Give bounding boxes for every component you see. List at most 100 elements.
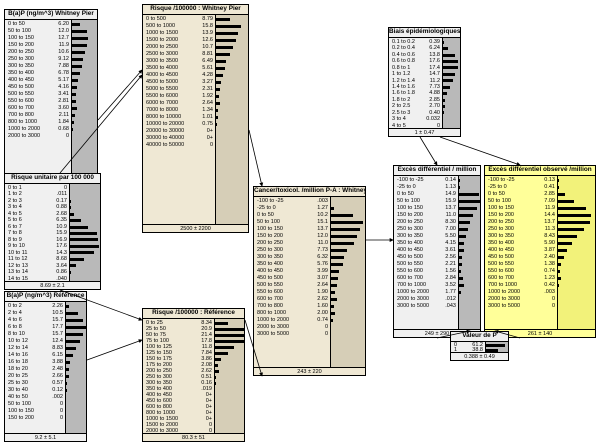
probability-bar	[70, 238, 99, 242]
state-probability: 10.9	[56, 223, 67, 230]
state-probability: 1.60	[317, 303, 328, 309]
state-probability: 0.42	[544, 282, 555, 288]
probability-bar	[331, 207, 334, 210]
probability-bar	[215, 327, 244, 331]
state-label: 350 to 400	[397, 240, 423, 246]
state-probability: 3.64	[56, 262, 67, 269]
state-label: 250 to 300	[146, 374, 172, 380]
state-probability: 14.3	[56, 249, 67, 256]
state-label: 0.8 to 1	[392, 64, 411, 71]
state-probability: 13.7	[317, 226, 328, 232]
state-probability: 2.84	[445, 275, 456, 281]
state-label: 5500 to 6000	[146, 93, 179, 99]
probability-bar	[331, 270, 340, 273]
state-label: 4 to 5	[392, 122, 406, 129]
state-label: 3000 to 5000	[397, 303, 430, 309]
state-label: 75 to 100	[146, 338, 169, 344]
probability-bar	[558, 256, 564, 259]
node-cancer-whitney[interactable]: Cancer/toxicol. /million P-A : Whitney-1…	[253, 186, 366, 376]
state-probability: 2.40	[544, 254, 555, 260]
state-label: 1000 to 1500	[146, 416, 179, 422]
state-label: 7000 to 8000	[146, 107, 179, 113]
state-label: 3 to 4	[8, 204, 22, 211]
state-label: 1	[454, 347, 458, 353]
state-label: 100 to 150	[8, 408, 34, 414]
state-label: 8000 to 10000	[146, 114, 182, 120]
probability-bar	[443, 47, 449, 51]
node-exces-obs[interactable]: Excès différentiel observé /million-100 …	[484, 165, 596, 338]
probability-bar	[558, 186, 559, 189]
state-probability: 0.57	[52, 380, 63, 386]
state-probability: 0.75	[202, 121, 213, 127]
state-label: 1 to 2	[8, 191, 22, 198]
state-label: 100 to 150	[257, 226, 283, 232]
state-probability: 8.83	[52, 345, 63, 351]
state-label: 700 to 1000	[397, 282, 427, 288]
probability-bar	[558, 228, 585, 231]
probability-bar	[558, 249, 567, 252]
state-label: 1 to 1.2	[392, 71, 411, 78]
state-label: 250 to 300	[397, 226, 423, 232]
state-probability: 0.032	[426, 116, 440, 123]
state-probability: 1.27	[317, 205, 328, 211]
probability-bar	[72, 44, 87, 47]
state-probability: .019	[201, 386, 212, 392]
state-probability: 7.73	[429, 84, 440, 90]
probability-bar	[331, 319, 333, 322]
state-label: 12 to 14	[8, 345, 28, 351]
state-probability: 6.78	[58, 70, 69, 76]
state-probability: 0+	[205, 398, 212, 404]
state-probability: 6.35	[56, 217, 67, 224]
state-probability: 11.3	[544, 226, 555, 232]
state-probability: 15.7	[52, 317, 63, 323]
state-probability: 11.0	[445, 212, 456, 218]
state-label: 1.2 to 1.4	[392, 77, 415, 84]
probability-bar	[216, 53, 231, 56]
probability-bar	[66, 326, 86, 329]
state-probability: 2.62	[317, 296, 328, 302]
probability-bar	[443, 98, 446, 102]
state-probability: 0.74	[544, 268, 555, 274]
state-label: 300 to 350	[8, 63, 34, 69]
state-label: 0 to 1	[8, 185, 22, 191]
state-label: 11 to 12	[8, 256, 28, 263]
state-row: 350 to 400.019	[143, 386, 244, 392]
state-probability: 4.15	[445, 240, 456, 246]
state-label: 400 to 450	[146, 392, 172, 398]
state-label: 18 to 20	[8, 366, 28, 372]
probability-bar	[331, 242, 355, 245]
state-label: 600 to 800	[146, 404, 172, 410]
state-label: 1000 to 2000	[8, 126, 41, 132]
state-probability: 0	[208, 422, 212, 428]
state-label: 0 to 50	[257, 212, 274, 218]
state-probability: 17.4	[429, 64, 440, 71]
state-label: 6 to 8	[8, 324, 22, 330]
probability-bar	[459, 249, 464, 252]
state-label: 5000 to 5500	[146, 86, 179, 92]
state-probability: 12.0	[58, 28, 69, 34]
state-label: 6 to 7	[8, 223, 22, 230]
